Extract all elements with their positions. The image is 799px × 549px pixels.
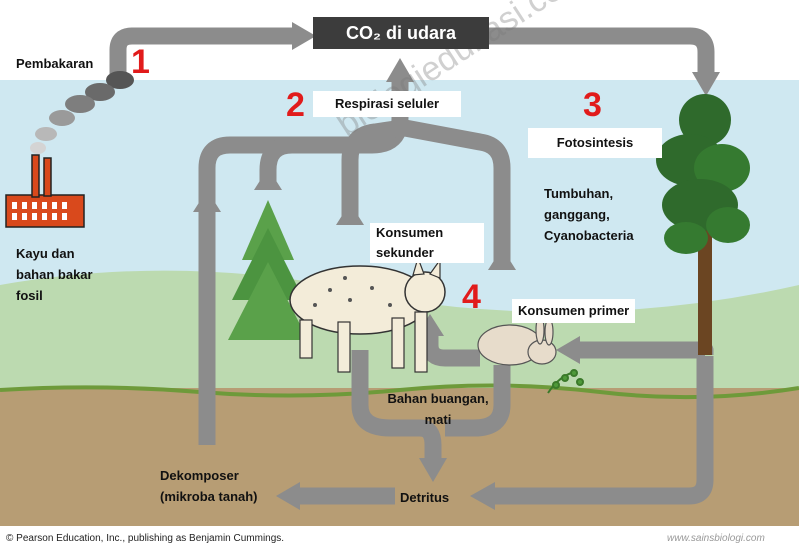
copyright-text: © Pearson Education, Inc., publishing as… — [6, 533, 285, 544]
site-credit: www.sainsbiologi.com — [667, 533, 765, 544]
decomposer-line-1: Dekomposer — [160, 468, 239, 483]
decomposer-line-2: (mikroba tanah) — [160, 489, 258, 504]
arrow-tree-to-rabbit — [580, 341, 714, 359]
producers-line-3: Cyanobacteria — [544, 228, 634, 243]
arrow-respiration-consumer — [341, 119, 404, 225]
head-to-decomposer — [276, 482, 300, 510]
secondary-consumer-label: Konsumen sekunder — [370, 223, 484, 263]
arrow-waste-right — [445, 365, 511, 437]
head-respiration-left — [193, 190, 221, 212]
combustion-label: Pembakaran — [10, 52, 100, 76]
lynx-illustration — [289, 256, 446, 373]
head-to-co2 — [292, 22, 316, 50]
footer-band — [0, 527, 799, 549]
head-respiration-right — [488, 248, 516, 270]
head-respiration-consumer — [336, 203, 364, 225]
waste-line-2: mati — [424, 412, 452, 427]
cycle-arrows — [109, 27, 715, 505]
big-tree-illustration — [656, 94, 750, 355]
process-number-4: 4 — [462, 278, 481, 316]
arrow-combustion-to-co2 — [109, 27, 292, 75]
head-respiration-up — [386, 58, 414, 82]
fossil-fuel-label: Kayu dan bahan bakar fosil — [16, 243, 116, 306]
arrow-tree-to-detritus — [495, 356, 714, 505]
process-number-1: 1 — [131, 43, 150, 81]
secondary-line-2: sekunder — [376, 245, 434, 260]
fuel-line-3: fosil — [16, 288, 43, 303]
fuel-line-1: Kayu dan — [16, 246, 75, 261]
head-waste-down — [419, 458, 447, 482]
secondary-line-1: Konsumen — [376, 225, 444, 240]
producers-line-1: Tumbuhan, — [544, 186, 614, 201]
rabbit-illustration — [477, 315, 557, 366]
head-to-tree — [692, 72, 720, 96]
process-number-3: 3 — [583, 86, 602, 124]
detritus-label: Detritus — [400, 490, 450, 505]
decomposer-label: Dekomposer (mikroba tanah) — [160, 465, 280, 507]
head-respiration-tree — [254, 168, 282, 190]
grass-line — [0, 383, 799, 400]
respiration-label: Respirasi seluler — [313, 91, 461, 117]
factory-illustration — [5, 154, 85, 228]
primary-consumer-label: Konsumen primer — [512, 299, 636, 323]
head-to-detritus-right — [470, 482, 495, 510]
smoke-illustration — [30, 71, 134, 154]
photosynthesis-label: Fotosintesis — [528, 128, 662, 158]
arrow-rabbit-to-cat — [421, 335, 480, 367]
waste-line-1: Bahan buangan, — [387, 391, 489, 406]
fuel-line-2: bahan bakar — [16, 267, 93, 282]
producers-line-2: ganggang, — [544, 207, 610, 222]
arrow-respiration-right — [403, 119, 511, 270]
arrow-co2-to-tree — [488, 27, 715, 72]
co2-box: CO₂ di udara — [313, 17, 489, 49]
producers-label: Tumbuhan, ganggang, Cyanobacteria — [544, 183, 664, 246]
arrow-waste-left — [351, 350, 442, 458]
waste-label: Bahan buangan, mati — [378, 388, 498, 430]
head-to-rabbit — [556, 336, 580, 364]
pine-tree-illustration — [228, 200, 308, 340]
small-plant-illustration — [547, 369, 584, 394]
process-number-2: 2 — [286, 86, 305, 124]
arrow-heads — [193, 22, 720, 510]
